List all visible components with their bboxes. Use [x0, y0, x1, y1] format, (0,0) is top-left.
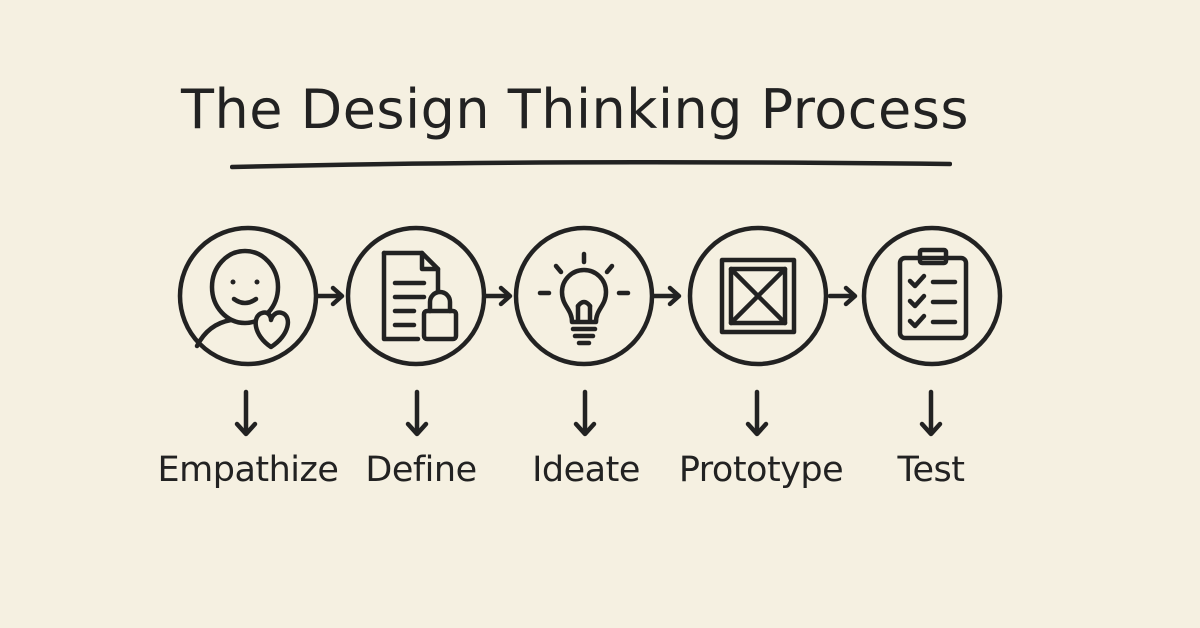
stage-label-test: Test — [897, 450, 965, 490]
flow-arrow — [827, 285, 858, 307]
diagram-title: The Design Thinking Process — [181, 78, 969, 141]
stage-label-prototype: Prototype — [678, 450, 844, 490]
person-heart-icon — [194, 248, 291, 350]
stage-define — [345, 225, 487, 367]
stage-prototype — [687, 225, 829, 367]
stage-empathize — [177, 225, 319, 367]
stage-circle — [861, 225, 1003, 367]
document-lock-icon — [381, 250, 459, 342]
flow-arrow — [482, 285, 513, 307]
wireframe-box-icon — [719, 257, 797, 335]
down-arrow — [234, 389, 258, 437]
down-arrow — [405, 389, 429, 437]
stage-circle — [687, 225, 829, 367]
down-arrow — [919, 389, 943, 437]
title-underline — [230, 160, 952, 170]
stage-label-define: Define — [365, 450, 477, 490]
lightbulb-icon — [537, 251, 631, 346]
down-arrow — [573, 389, 597, 437]
stage-label-empathize: Empathize — [157, 450, 339, 490]
flow-arrow — [651, 285, 682, 307]
stage-label-ideate: Ideate — [532, 450, 640, 490]
stage-ideate — [513, 225, 655, 367]
flow-arrow — [314, 285, 345, 307]
clipboard-checklist-icon — [897, 247, 969, 341]
down-arrow — [745, 389, 769, 437]
stage-test — [861, 225, 1003, 367]
